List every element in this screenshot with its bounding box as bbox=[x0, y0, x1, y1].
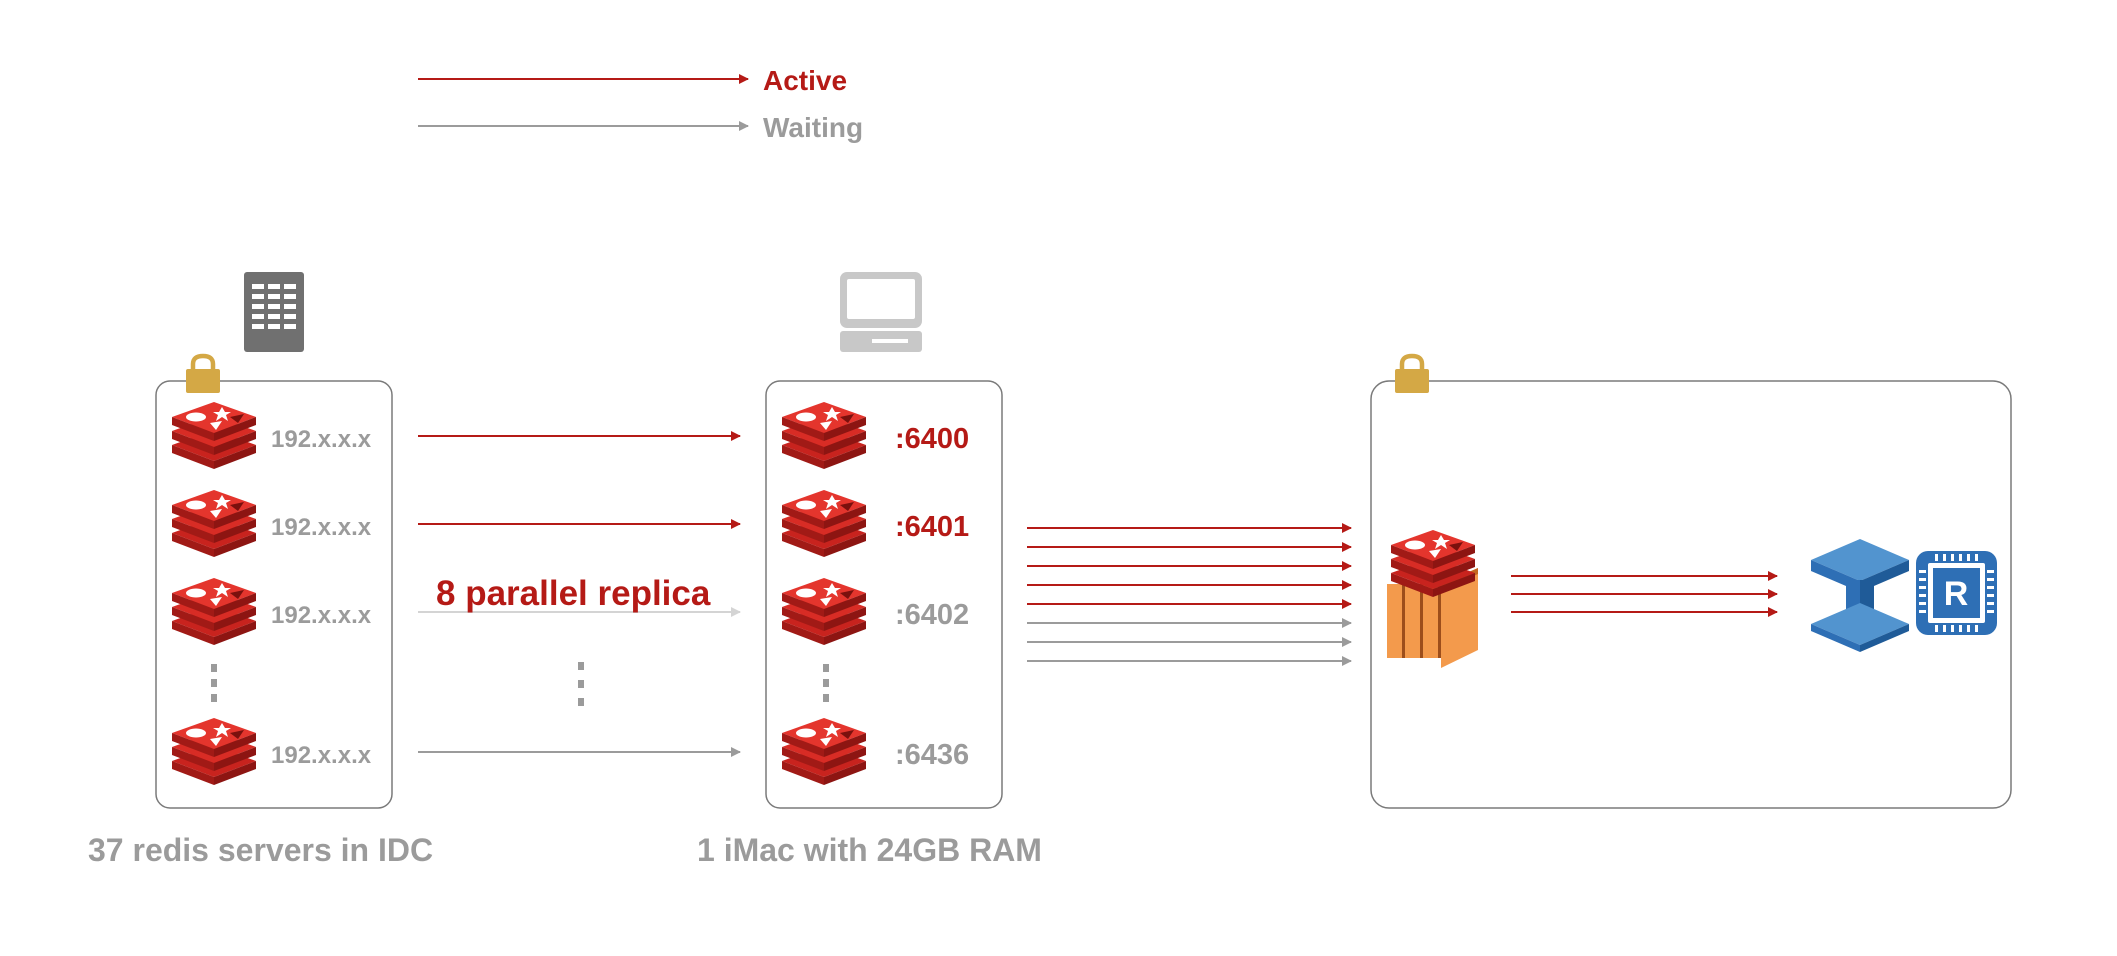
imac-port-label: :6436 bbox=[895, 739, 969, 771]
elasticache-redis-node-icon: R bbox=[1916, 551, 1997, 635]
idc-box bbox=[155, 380, 393, 809]
imac-to-aws-links bbox=[1027, 523, 1352, 666]
replica-label: 8 parallel replica bbox=[436, 574, 711, 613]
aws-lock-icon bbox=[1395, 356, 1429, 393]
server-rack-icon bbox=[244, 272, 304, 352]
idc-server-label: 192.x.x.x bbox=[271, 426, 372, 453]
aws-group: R bbox=[1370, 356, 2012, 809]
idc-redis-icon bbox=[172, 578, 256, 645]
imac-icon bbox=[840, 272, 922, 352]
elasticache-icon bbox=[1811, 539, 1909, 652]
idc-server-label: 192.x.x.x bbox=[271, 602, 372, 629]
ec2-instance-icon bbox=[1387, 568, 1478, 668]
imac-port-label: :6402 bbox=[895, 599, 969, 631]
imac-redis-icon bbox=[782, 490, 866, 557]
links-ellipsis bbox=[578, 662, 584, 706]
idc-redis-icon bbox=[172, 490, 256, 557]
aws-box bbox=[1370, 380, 2012, 809]
imac-redis-icon bbox=[782, 578, 866, 645]
redis-node-letter: R bbox=[1944, 575, 1969, 613]
idc-server-label: 192.x.x.x bbox=[271, 742, 372, 769]
imac-port-label: :6401 bbox=[895, 511, 969, 543]
imac-redis-icon bbox=[782, 402, 866, 469]
legend-waiting-label: Waiting bbox=[763, 112, 863, 143]
ec2-to-elasticache-links bbox=[1511, 571, 1778, 617]
imac-caption: 1 iMac with 24GB RAM bbox=[697, 832, 1042, 868]
idc-caption: 37 redis servers in IDC bbox=[88, 832, 433, 868]
imac-group: :6400 :6401 :6402 :6436 1 iMac with 24GB… bbox=[697, 272, 1042, 868]
imac-box bbox=[765, 380, 1003, 809]
idc-lock-icon bbox=[186, 356, 220, 393]
idc-redis-icon bbox=[172, 718, 256, 785]
legend: Active Waiting bbox=[418, 65, 863, 143]
imac-port-label: :6400 bbox=[895, 423, 969, 455]
idc-ellipsis bbox=[211, 664, 217, 702]
legend-active-label: Active bbox=[763, 65, 847, 96]
idc-redis-icon bbox=[172, 402, 256, 469]
imac-redis-icon bbox=[782, 718, 866, 785]
idc-to-imac-links bbox=[418, 431, 741, 757]
idc-group: 192.x.x.x 192.x.x.x 192.x.x.x 192.x.x.x … bbox=[88, 272, 433, 868]
idc-server-label: 192.x.x.x bbox=[271, 514, 372, 541]
imac-ellipsis bbox=[823, 664, 829, 702]
